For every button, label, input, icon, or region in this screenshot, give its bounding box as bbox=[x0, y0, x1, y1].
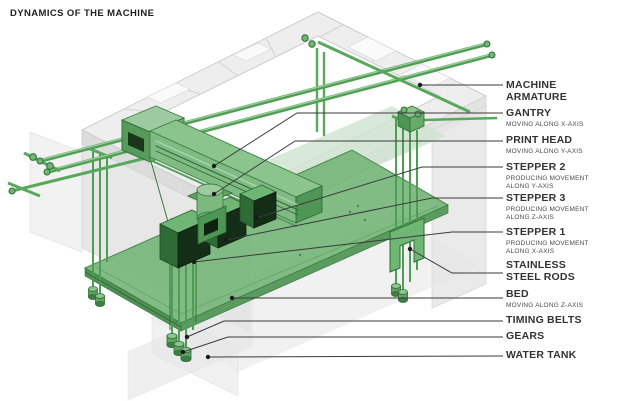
leader-lines bbox=[182, 84, 504, 358]
leader-stepper-2 bbox=[255, 166, 503, 219]
page-title: DYNAMICS OF THE MACHINE bbox=[10, 8, 155, 19]
stepper-2-graphic bbox=[239, 184, 277, 229]
leader-water-tank bbox=[207, 355, 504, 358]
leader-stepper-1 bbox=[193, 231, 503, 263]
leader-stepper-3 bbox=[225, 197, 503, 241]
leader-timing-belts bbox=[186, 320, 503, 338]
leader-stainless-steel-rods bbox=[409, 248, 503, 274]
leader-gears bbox=[182, 336, 503, 353]
leader-gantry bbox=[213, 112, 503, 167]
leader-print-head bbox=[213, 140, 503, 195]
leader-dots bbox=[180, 82, 423, 360]
gears-graphic bbox=[88, 283, 408, 362]
x-axis-rails-graphic bbox=[7, 34, 498, 198]
stainless-steel-rods-graphic bbox=[87, 48, 425, 352]
